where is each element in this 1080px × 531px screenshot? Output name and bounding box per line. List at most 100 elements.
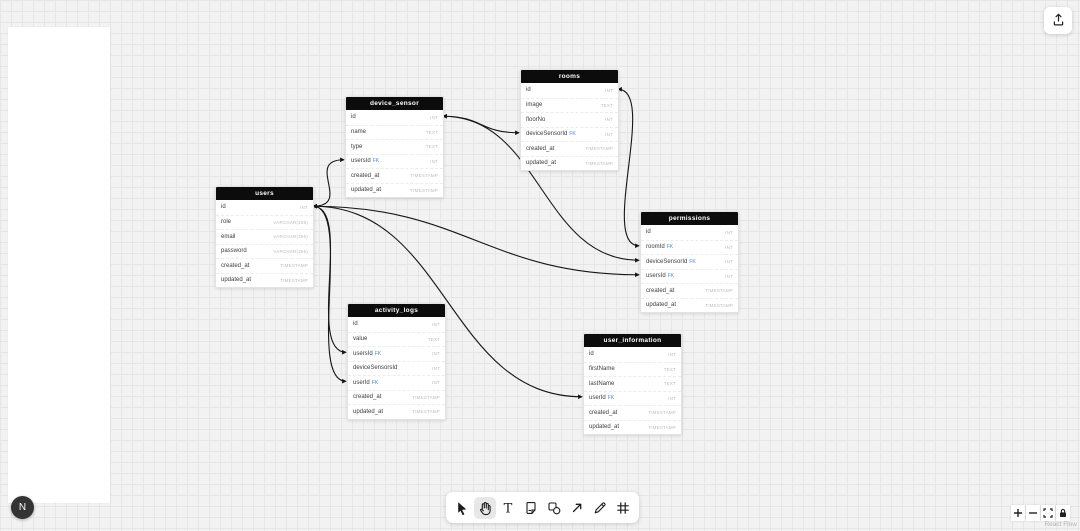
field-type: INT — [605, 87, 613, 93]
text-tool-button[interactable]: T — [497, 497, 519, 519]
frame-icon — [615, 500, 631, 516]
fit-view-button[interactable] — [1041, 505, 1055, 521]
fk-badge: FK — [372, 158, 380, 165]
field-name: role — [221, 219, 232, 226]
field-type: TIMESTAMP — [280, 263, 308, 269]
avatar[interactable]: N — [11, 496, 34, 519]
fk-badge: FK — [371, 379, 379, 386]
table-row-id: id INT — [348, 317, 445, 332]
arrow-icon — [569, 500, 585, 516]
field-type: TIMESTAMP — [410, 187, 438, 193]
zoom-in-button[interactable] — [1011, 505, 1025, 521]
field-type: VARCHAR(255) — [273, 234, 308, 240]
field-type: INT — [605, 117, 613, 123]
fk-badge: FK — [607, 395, 615, 402]
frame-tool-button[interactable] — [612, 497, 634, 519]
table-row-image: image TEXT — [521, 97, 618, 112]
field-name: id — [221, 204, 226, 211]
field-type: INT — [432, 321, 440, 327]
export-button[interactable] — [1044, 7, 1072, 34]
field-type: TIMESTAMP — [648, 424, 676, 430]
fk-badge: FK — [569, 131, 576, 138]
arrow-tool-button[interactable] — [566, 497, 588, 519]
field-name: image — [526, 102, 543, 109]
text-icon: T — [500, 500, 516, 515]
field-name: created_at — [526, 145, 555, 152]
field-name: id — [353, 321, 358, 328]
table-header: rooms — [521, 70, 618, 83]
field-type: INT — [300, 204, 308, 210]
field-name: email — [221, 233, 236, 240]
field-name: updated_at — [353, 408, 384, 415]
select-tool-button[interactable] — [451, 497, 473, 519]
note-tool-button[interactable] — [520, 497, 542, 519]
cursor-icon — [454, 500, 470, 516]
field-type: INT — [432, 380, 440, 386]
field-type: TIMESTAMP — [280, 277, 308, 283]
field-type: VARCHAR(255) — [273, 219, 308, 225]
table-header: device_sensor — [346, 97, 443, 110]
table-row-updated_at: updated_at TIMESTAMP — [348, 404, 445, 419]
table-row-password: password VARCHAR(255) — [216, 243, 313, 258]
field-type: TEXT — [600, 102, 613, 108]
table-row-created_at: created_at TIMESTAMP — [521, 141, 618, 156]
fit-view-icon — [1043, 506, 1053, 521]
svg-text:T: T — [504, 501, 513, 515]
fk-badge: FK — [666, 244, 674, 251]
field-type: TIMESTAMP — [410, 173, 438, 179]
table-row-floorNo: floorNo INT — [521, 112, 618, 127]
artboard-frame[interactable] — [8, 27, 110, 503]
field-name: id — [646, 229, 651, 236]
field-type: VARCHAR(255) — [273, 248, 308, 254]
field-type: TIMESTAMP — [648, 410, 676, 416]
shapes-tool-button[interactable] — [543, 497, 565, 519]
draw-tool-button[interactable] — [589, 497, 611, 519]
field-type: INT — [430, 158, 438, 164]
field-type: TEXT — [427, 336, 440, 342]
table-header: user_information — [584, 334, 681, 347]
field-type: TIMESTAMP — [585, 146, 613, 152]
table-header: activity_logs — [348, 304, 445, 317]
pan-tool-button[interactable] — [474, 496, 496, 519]
field-type: INT — [668, 395, 676, 401]
lock-button[interactable] — [1056, 505, 1070, 521]
field-name: password — [221, 248, 247, 255]
note-icon — [523, 500, 539, 516]
plus-icon — [1013, 506, 1023, 521]
react-flow-attribution: React Flow — [1044, 521, 1077, 528]
zoom-out-button[interactable] — [1026, 505, 1040, 521]
field-name: deviceSensorsId — [353, 365, 398, 372]
lock-icon — [1058, 506, 1068, 521]
field-type: TIMESTAMP — [412, 409, 440, 415]
field-name: value — [353, 336, 368, 343]
field-type: INT — [725, 259, 733, 265]
avatar-label: N — [18, 502, 27, 513]
field-name: floorNo — [526, 116, 546, 123]
shapes-icon — [546, 500, 562, 516]
